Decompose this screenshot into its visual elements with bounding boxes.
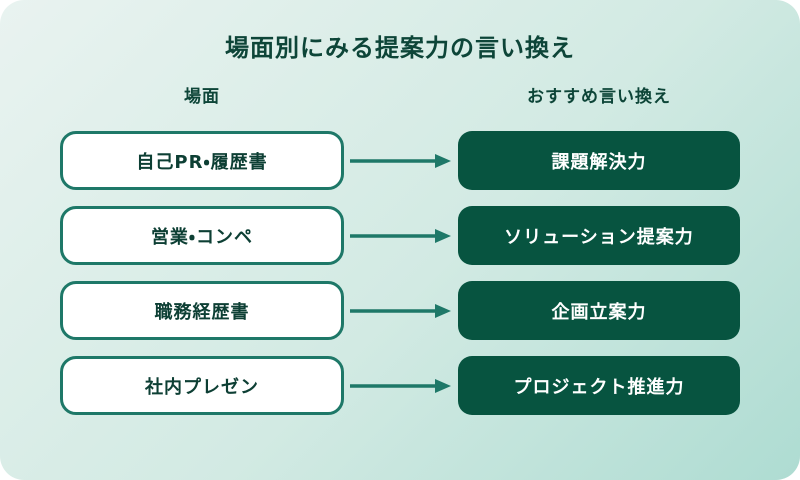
mapping-row: 職務経歴書 企画立案力 xyxy=(0,281,800,340)
scene-label: 職務経歴書 xyxy=(154,301,250,323)
right-arrow-icon xyxy=(350,304,451,318)
scene-label: 営業・コンペ xyxy=(150,226,254,248)
right-arrow-icon xyxy=(350,229,451,243)
column-header-scene: 場面 xyxy=(184,87,220,107)
suggestion-box: 企画立案力 xyxy=(458,281,740,340)
scene-label: 社内プレゼン xyxy=(145,376,259,398)
suggestion-label: プロジェクト推進力 xyxy=(513,376,685,398)
suggestion-box: プロジェクト推進力 xyxy=(458,356,740,415)
suggestion-label: 課題解決力 xyxy=(551,151,647,173)
right-arrow-icon xyxy=(350,379,451,393)
right-arrow-icon xyxy=(350,154,451,168)
suggestion-box: 課題解決力 xyxy=(458,131,740,190)
suggestion-box: ソリューション提案力 xyxy=(458,206,740,265)
scene-label: 自己PR・履歴書 xyxy=(136,151,268,173)
suggestion-label: 企画立案力 xyxy=(551,301,647,323)
mapping-row: 自己PR・履歴書 課題解決力 xyxy=(0,131,800,190)
scene-box: 自己PR・履歴書 xyxy=(60,131,344,190)
scene-box: 職務経歴書 xyxy=(60,281,344,340)
mapping-row: 営業・コンペ ソリューション提案力 xyxy=(0,206,800,265)
mapping-row: 社内プレゼン プロジェクト推進力 xyxy=(0,356,800,415)
page-title: 場面別にみる提案力の言い換え xyxy=(225,34,575,62)
scene-box: 営業・コンペ xyxy=(60,206,344,265)
scene-box: 社内プレゼン xyxy=(60,356,344,415)
suggestion-label: ソリューション提案力 xyxy=(504,226,694,248)
column-header-suggestion: おすすめ言い換え xyxy=(527,87,671,107)
